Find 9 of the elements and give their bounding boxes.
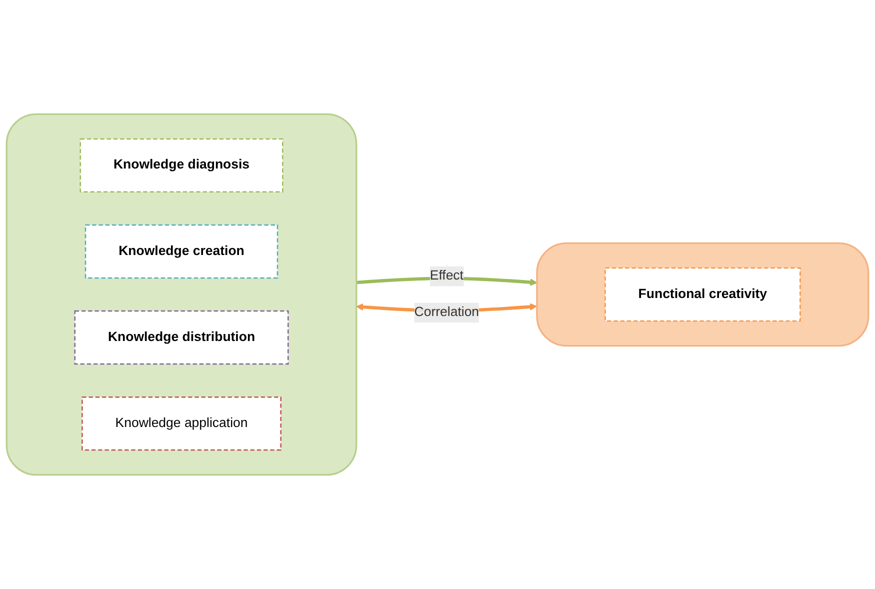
cluster bbox=[6, 113, 358, 476]
node-box: Knowledge creation bbox=[84, 224, 278, 279]
edge-label: Effect bbox=[430, 268, 464, 283]
cluster bbox=[536, 242, 870, 347]
node-box: Knowledge diagnosis bbox=[80, 138, 284, 193]
node-box: Knowledge distribution bbox=[74, 310, 289, 365]
node-box: Knowledge application bbox=[82, 396, 282, 451]
node-box: Functional creativity bbox=[604, 267, 801, 322]
edge-label: Correlation bbox=[414, 305, 480, 320]
